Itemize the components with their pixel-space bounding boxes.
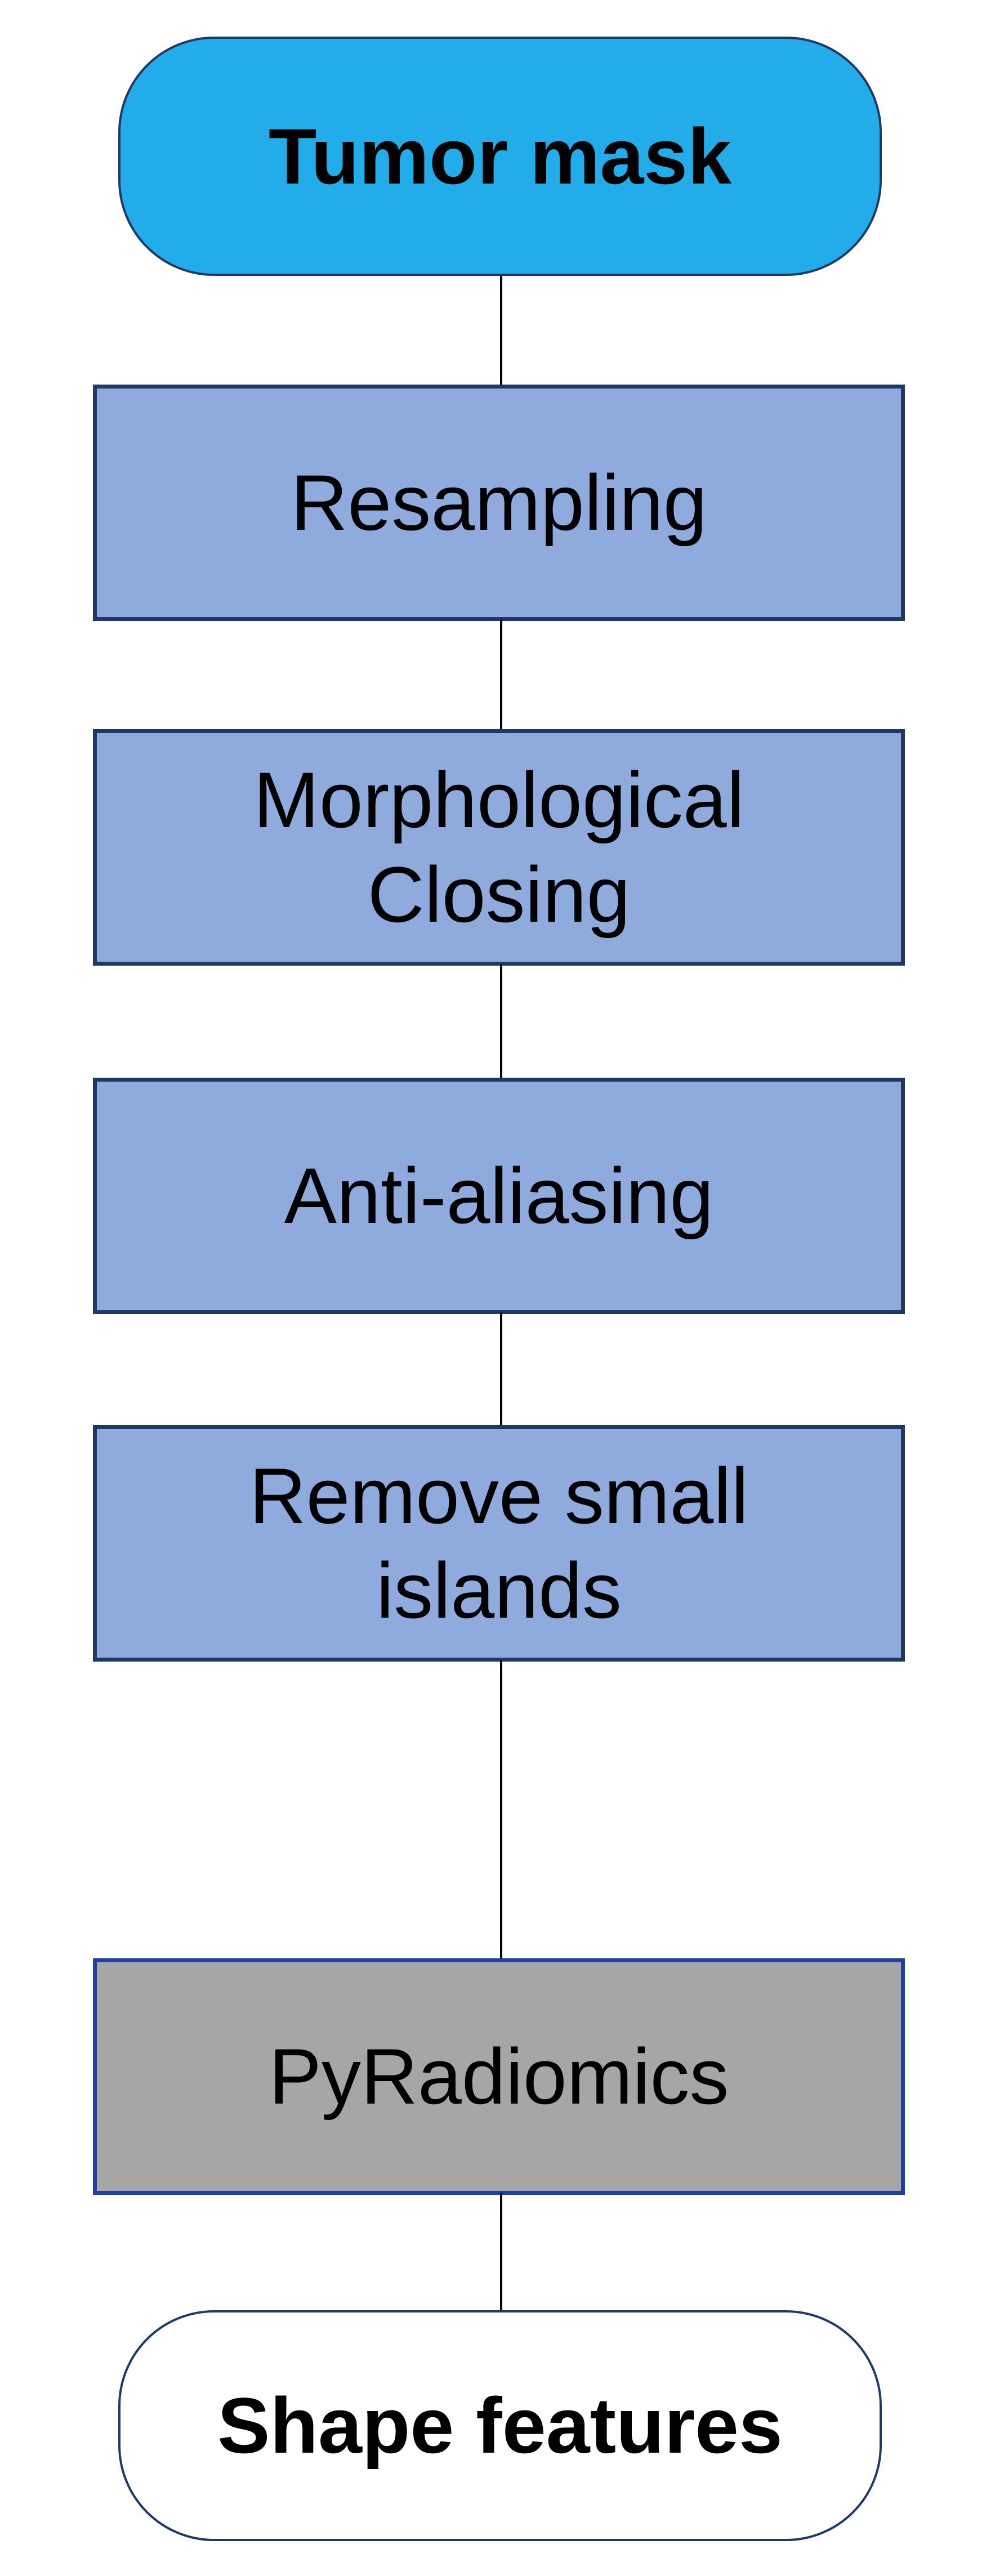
node-tumor-mask-label: Tumor mask [268, 111, 732, 200]
connector-resampling-to-morphological-closing [500, 619, 502, 731]
node-resampling: Resampling [93, 385, 905, 621]
connector-remove-small-islands-to-pyradiomics [500, 1660, 502, 1960]
node-tumor-mask: Tumor mask [118, 37, 882, 276]
connector-pyradiomics-to-shape-features [500, 2193, 502, 2312]
node-resampling-label: Resampling [291, 458, 707, 547]
connector-morphological-closing-to-anti-aliasing [500, 964, 502, 1079]
connector-tumor-mask-to-resampling [500, 276, 502, 386]
node-anti-aliasing: Anti-aliasing [93, 1078, 905, 1314]
node-remove-small-islands-label: Remove small islands [249, 1452, 749, 1635]
node-shape-features: Shape features [118, 2310, 882, 2541]
node-morphological-closing-label: Morphological Closing [253, 756, 744, 939]
node-shape-features-label: Shape features [217, 2381, 783, 2470]
node-remove-small-islands: Remove small islands [93, 1425, 905, 1662]
node-pyradiomics-label: PyRadiomics [269, 2032, 729, 2120]
connector-anti-aliasing-to-remove-small-islands [500, 1312, 502, 1427]
node-pyradiomics: PyRadiomics [93, 1958, 905, 2195]
node-morphological-closing: Morphological Closing [93, 729, 905, 966]
node-anti-aliasing-label: Anti-aliasing [284, 1151, 714, 1240]
